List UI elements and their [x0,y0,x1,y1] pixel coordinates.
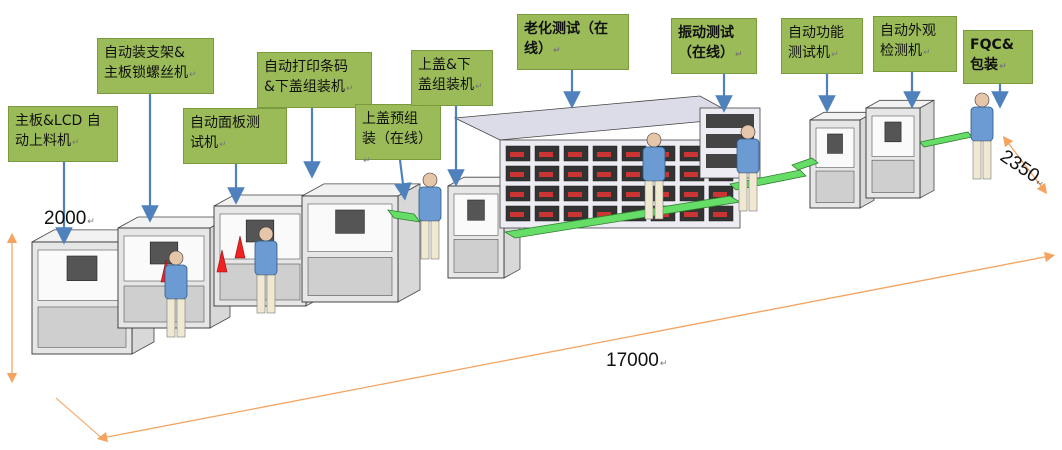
worker-3 [418,172,442,260]
label-station-3: 自动面板测 试机↵ [183,108,287,164]
machine-appearance-test [865,99,935,199]
label-station-4: 自动打印条码 &下盖组装机↵ [257,52,372,108]
conveyor-link [791,157,819,171]
label-station-1: 主板&LCD 自 动上料机↵ [8,106,118,162]
machine-barcode-assembly [301,183,421,303]
dimension-length: 17000↵ [606,350,668,371]
label-station-10: 自动外观 检测机↵ [873,16,957,72]
conveyor-precover [387,209,421,223]
label-station-2: 自动装支架& 主板锁螺丝机↵ [97,38,214,94]
worker-4 [642,132,666,220]
dimension-height: 2000↵ [44,208,95,229]
machine-function-test [809,111,875,209]
dimension-line-length [96,251,1056,443]
arrow-station-5 [394,159,412,201]
label-station-11: FQC& 包装↵ [963,30,1033,84]
label-station-5: 上盖预组 装（在线）↵ [355,104,441,166]
dimension-line-depth [1002,135,1048,195]
label-station-9: 自动功能 测试机↵ [781,18,863,74]
label-station-8: 振动测试 （在线）↵ [671,18,757,74]
label-station-7: 老化测试（在 线）↵ [517,14,629,70]
worker-6 [970,92,994,180]
worker-5 [736,124,760,212]
dimension-extension-left [55,397,105,441]
label-station-6: 上盖&下 盖组装机↵ [411,50,493,106]
